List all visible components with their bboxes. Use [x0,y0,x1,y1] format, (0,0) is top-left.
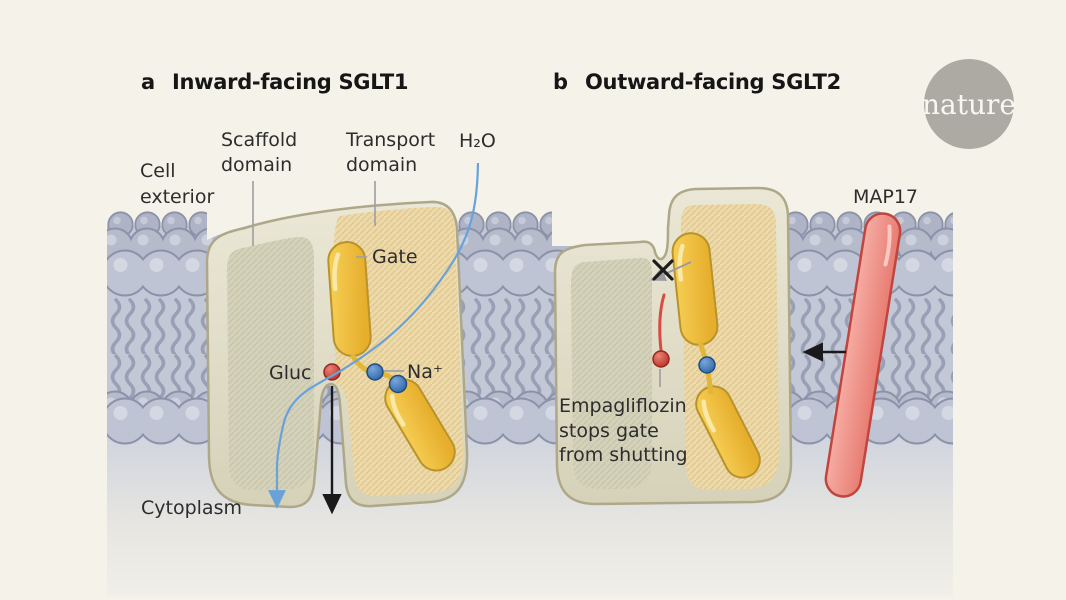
x-mark [652,259,674,281]
label-scaffold-domain-line2: domain [221,154,292,176]
panel-a-title: Inward-facing SGLT1 [172,70,408,94]
label-map17: MAP17 [853,186,918,208]
sglt1-protein [205,200,469,509]
leader-lines [252,181,404,372]
nature-logo: nature [922,59,1016,149]
sodium-ion-1 [366,363,384,381]
panel-b-title: Outward-facing SGLT2 [585,70,841,94]
label-gate: Gate [372,246,418,268]
nature-logo-circle [924,59,1014,149]
label-empagliflozin-line1: Empagliflozin [559,395,687,417]
label-empagliflozin-line3: from shutting [559,444,688,466]
panel-a-label: a [141,70,155,94]
label-scaffold-domain-line1: Scaffold [221,129,297,151]
sodium-ion-3 [698,356,716,374]
label-cell-exterior-line2: exterior [140,186,214,208]
sglt1-gate-upper [327,241,372,357]
label-sodium: Na⁺ [407,361,443,383]
lipid-gap-above-sglt1 [207,196,458,240]
empagliflozin-tether [658,293,666,352]
nature-logo-text: nature [922,88,1016,121]
sglt1-scaffold-domain [227,237,314,490]
sglt2-scaffold-domain [571,257,652,489]
label-transport-domain-line1: Transport [345,129,435,151]
empagliflozin-molecule [652,350,670,368]
label-glucose: Gluc [269,362,312,384]
lipid-gap-above-sglt2 [552,186,670,246]
sglt2-protein [553,186,793,506]
blocked-gate-arrow [650,261,692,281]
label-empagliflozin-line2: stops gate [559,420,659,442]
label-water: H₂O [459,130,496,152]
label-cell-exterior-line1: Cell [140,160,176,182]
label-cytoplasm: Cytoplasm [141,497,242,519]
sodium-ion-2 [388,374,408,394]
label-transport-domain-line2: domain [346,154,417,176]
sglt2-gate-lower [695,385,761,479]
water-path-arrow [268,162,480,509]
panel-b-label: b [553,70,568,94]
